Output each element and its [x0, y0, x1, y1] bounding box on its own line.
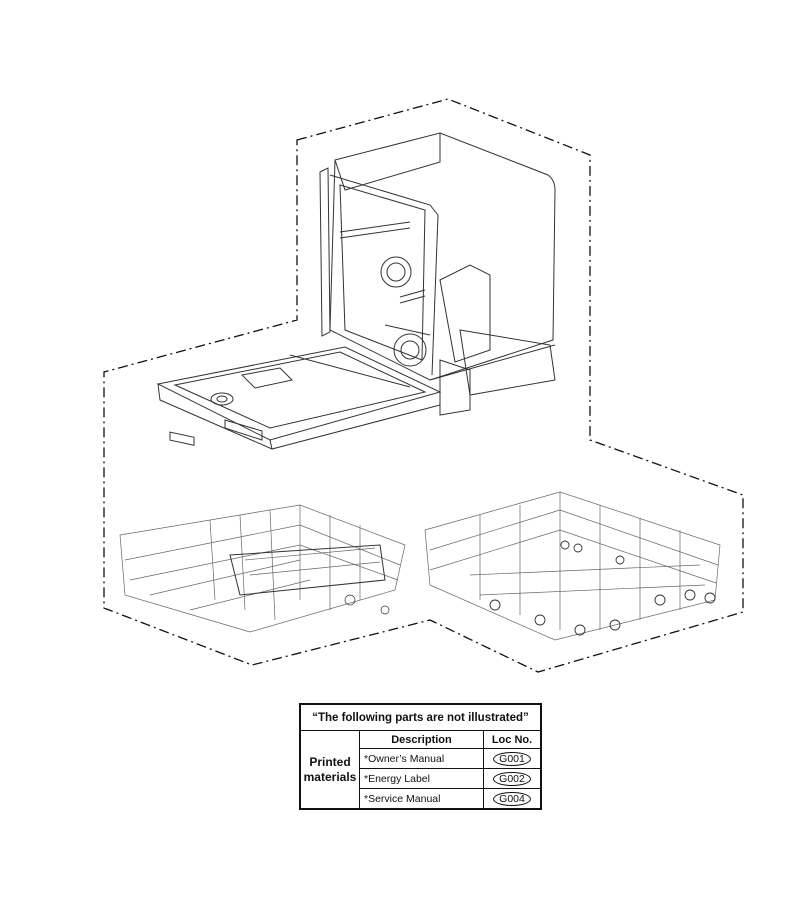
- group-label-line1: Printed: [309, 754, 351, 769]
- assembly-boundary: [103, 98, 744, 673]
- not-illustrated-parts-table: “The following parts are not illustrated…: [299, 703, 542, 810]
- table-row: *Energy Label G002: [300, 768, 542, 789]
- row-description: *Owner’s Manual: [359, 748, 484, 769]
- loc-oval: G002: [493, 771, 531, 786]
- row-loc: G001: [483, 748, 542, 769]
- row-loc: G004: [483, 788, 542, 810]
- table-row: *Service Manual G004: [300, 788, 542, 810]
- dishwasher-door: [156, 346, 442, 450]
- loc-oval: G001: [493, 751, 531, 766]
- group-label-line2: materials: [303, 769, 357, 784]
- dishwasher-tub: [319, 132, 556, 416]
- row-description: *Service Manual: [359, 788, 484, 810]
- lower-rack: [424, 491, 721, 641]
- table-caption: “The following parts are not illustrated…: [299, 703, 542, 731]
- loc-no-header: Loc No.: [483, 730, 542, 749]
- row-description: *Energy Label: [359, 768, 484, 789]
- exploded-view-diagram: [103, 98, 744, 673]
- description-header: Description: [359, 730, 484, 749]
- loc-oval: G004: [493, 791, 531, 806]
- row-loc: G002: [483, 768, 542, 789]
- group-cell: Printed materials: [299, 730, 360, 810]
- upper-rack: [119, 504, 406, 633]
- table-row: *Owner’s Manual G001: [300, 748, 542, 769]
